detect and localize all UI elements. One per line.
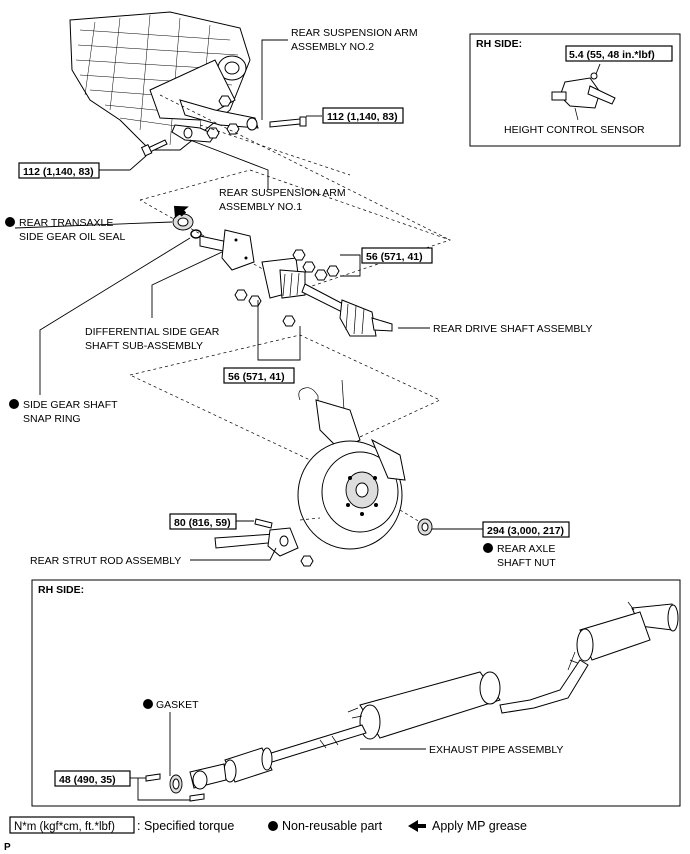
exhaust-pipe-assembly (189, 601, 679, 790)
gasket (169, 774, 183, 794)
rear-axle-hub-assembly (297, 379, 406, 550)
label-rear-strut-rod: REAR STRUT ROD ASSEMBLY (30, 555, 181, 567)
torque-height-sensor-nut: 5.4 (55, 48 in.*lbf) (565, 45, 673, 62)
svg-text:112 (1,140, 83): 112 (1,140, 83) (23, 166, 94, 178)
label-snap-ring-line2: SNAP RING (23, 413, 81, 425)
non-reusable-marker-snap-ring (9, 399, 19, 409)
rear-transaxle-oil-seal (172, 213, 194, 231)
rh-side-exhaust-panel (31, 579, 681, 807)
torque-drive-shaft-nuts-upper: 56 (571, 41) (361, 247, 433, 264)
legend-torque-unit: N*m (kgf*cm, ft.*lbf) (14, 821, 115, 833)
label-rear-drive-shaft: REAR DRIVE SHAFT ASSEMBLY (433, 323, 593, 335)
non-reusable-marker-axle-nut (483, 543, 493, 553)
non-reusable-marker-oil-seal (5, 217, 15, 227)
non-reusable-marker-gasket (143, 699, 153, 709)
label-diff-gear-line1: DIFFERENTIAL SIDE GEAR (85, 326, 220, 338)
torque-axle-nut: 294 (3,000, 217) (482, 521, 570, 538)
rear-axle-shaft-nut (417, 518, 433, 536)
label-diff-gear-line2: SHAFT SUB-ASSEMBLY (85, 340, 203, 352)
torque-exhaust-bolts: 48 (490, 35) (54, 770, 131, 787)
label-axle-nut-line2: SHAFT NUT (497, 557, 556, 569)
label-rear-suspension-arm-no2-line1: REAR SUSPENSION ARM (291, 27, 418, 39)
torque-strut-rod-bolt: 80 (816, 59) (169, 513, 237, 530)
svg-text:294 (3,000, 217): 294 (3,000, 217) (487, 525, 564, 537)
label-rear-suspension-arm-no2-line2: ASSEMBLY NO.2 (291, 41, 374, 53)
svg-text:5.4 (55, 48 in.*lbf): 5.4 (55, 48 in.*lbf) (569, 49, 655, 61)
label-snap-ring-line1: SIDE GEAR SHAFT (23, 399, 118, 411)
legend-non-reusable-icon (268, 821, 278, 831)
legend-mp-grease: Apply MP grease (432, 819, 527, 833)
label-rear-suspension-arm-no1-line1: REAR SUSPENSION ARM (219, 187, 346, 199)
rear-drive-shaft (261, 257, 393, 337)
label-axle-nut-line1: REAR AXLE (497, 543, 555, 555)
label-exhaust-pipe: EXHAUST PIPE ASSEMBLY (429, 744, 563, 756)
torque-arm2-bolt: 112 (1,140, 83) (322, 107, 404, 124)
rear-subframe-illustration (69, 11, 307, 157)
legend-torque-desc: : Specified torque (137, 819, 234, 833)
svg-text:56 (571, 41): 56 (571, 41) (366, 251, 423, 263)
legend-mp-grease-arrow-icon (408, 820, 426, 832)
svg-text:48 (490, 35): 48 (490, 35) (59, 774, 116, 786)
snap-ring (190, 229, 202, 239)
torque-arm1-bolt: 112 (1,140, 83) (18, 162, 100, 179)
legend: N*m (kgf*cm, ft.*lbf) : Specified torque… (9, 816, 527, 834)
rh-side-heading-top: RH SIDE: (476, 38, 522, 50)
svg-text:56 (571, 41): 56 (571, 41) (228, 371, 285, 383)
label-gasket: GASKET (156, 699, 199, 711)
mp-grease-arrow-icon (173, 205, 189, 219)
differential-side-gear-shaft (199, 229, 255, 271)
svg-text:112 (1,140, 83): 112 (1,140, 83) (327, 111, 398, 123)
rh-side-heading-bottom: RH SIDE: (38, 584, 84, 596)
legend-non-reusable: Non-reusable part (282, 819, 383, 833)
svg-text:80 (816, 59): 80 (816, 59) (174, 517, 231, 529)
page-code: P (4, 842, 11, 853)
label-oil-seal-line1: REAR TRANSAXLE (19, 217, 113, 229)
torque-drive-shaft-nuts-lower: 56 (571, 41) (223, 367, 295, 384)
height-control-sensor-label: HEIGHT CONTROL SENSOR (504, 124, 645, 136)
label-oil-seal-line2: SIDE GEAR OIL SEAL (19, 231, 126, 243)
label-rear-suspension-arm-no1-line2: ASSEMBLY NO.1 (219, 201, 302, 213)
height-control-sensor (551, 72, 616, 121)
